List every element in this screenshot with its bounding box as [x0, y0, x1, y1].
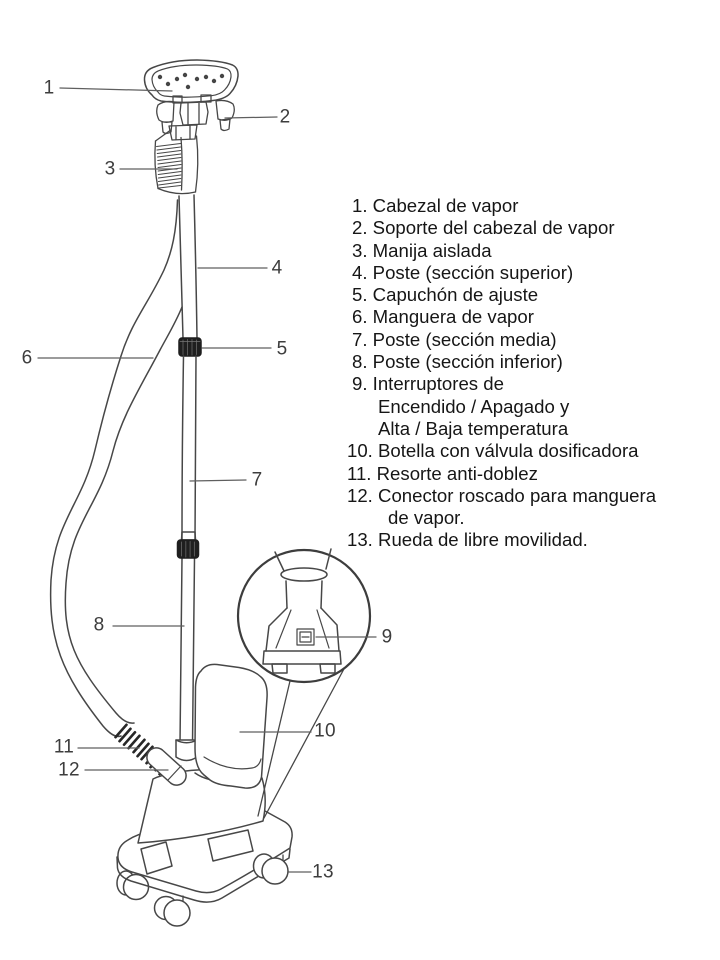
head-mount: [156, 94, 235, 141]
base-panel-left: [140, 841, 173, 875]
legend-line-10: 10. Botella con válvula dosificadora: [347, 440, 639, 462]
legend-line-9b: Encendido / Apagado y: [378, 395, 570, 417]
legend-line-2: 2. Soporte del cabezal de vapor: [352, 217, 615, 239]
callout-5: 5: [276, 338, 288, 360]
pole-middle-section: [181, 355, 197, 541]
legend-line-9c: Alta / Baja temperatura: [378, 417, 569, 439]
callout-2: 2: [279, 106, 291, 128]
callout-7: 7: [251, 469, 263, 491]
hose-connector: [146, 747, 187, 786]
legend-line-3: 3. Manija aislada: [352, 239, 492, 261]
callout-3: 3: [104, 158, 116, 180]
base-panel-center: [207, 829, 254, 862]
callout-4: 4: [271, 257, 283, 279]
pole-connector: [176, 531, 200, 559]
parts-legend: 1. Cabezal de vapor 2. Soporte del cabez…: [347, 195, 719, 552]
leader-lines: [37, 87, 377, 873]
steam-head: [143, 59, 239, 104]
legend-line-4: 4. Poste (sección superior): [352, 261, 574, 283]
legend-line-9: 9. Interruptores de: [352, 373, 504, 395]
caster-wheel-front-right: [252, 853, 289, 885]
legend-line-6: 6. Manguera de vapor: [352, 306, 534, 328]
callout-8: 8: [93, 614, 105, 636]
inset-pointer-lines: [257, 666, 346, 819]
caster-wheel-front-center: [153, 895, 191, 927]
legend-line-11: 11. Resorte anti-doblez: [347, 462, 538, 484]
callout-10: 10: [314, 720, 336, 742]
callout-13: 13: [312, 861, 334, 883]
adjustment-cap: [178, 337, 202, 357]
callout-6: 6: [21, 347, 33, 369]
legend-line-1: 1. Cabezal de vapor: [352, 195, 519, 216]
legend-line-12b: de vapor.: [388, 507, 465, 529]
switch-detail-inset: [236, 548, 372, 684]
legend-line-12: 12. Conector roscado para manguera: [347, 484, 657, 506]
base-side-edge: [116, 848, 291, 903]
dosing-bottle: [194, 663, 268, 789]
insulated-handle: [154, 129, 199, 195]
callout-11: 11: [53, 736, 75, 758]
power-switch: [296, 628, 315, 646]
pole-upper-section: [178, 194, 198, 339]
pole-lower-section: [175, 557, 198, 762]
callout-12: 12: [58, 759, 80, 781]
steam-hose: [49, 199, 183, 738]
steam-holes: [157, 72, 225, 90]
legend-line-5: 5. Capuchón de ajuste: [352, 284, 539, 306]
legend-line-13: 13. Rueda de libre movilidad.: [347, 529, 588, 551]
legend-line-8: 8. Poste (sección inferior): [352, 351, 563, 373]
callout-9: 9: [381, 626, 393, 648]
callout-1: 1: [43, 77, 55, 99]
legend-line-7: 7. Poste (sección media): [352, 328, 557, 350]
